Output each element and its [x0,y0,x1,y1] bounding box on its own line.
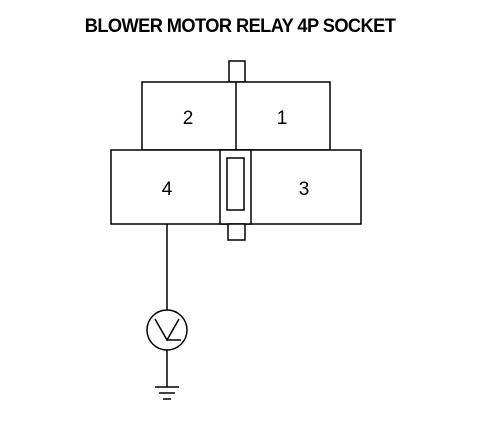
diagram-title: BLOWER MOTOR RELAY 4P SOCKET [84,16,396,37]
pin-3-label: 3 [299,179,310,200]
voltmeter-icon [146,309,188,351]
pin-4-label: 4 [162,179,173,200]
top-lock-tab [228,60,246,83]
ground-icon [155,386,179,400]
bottom-lock-tab [227,223,246,241]
pin-2-label: 2 [183,108,194,129]
pin-1-label: 1 [277,108,288,129]
latch-window [226,157,245,211]
